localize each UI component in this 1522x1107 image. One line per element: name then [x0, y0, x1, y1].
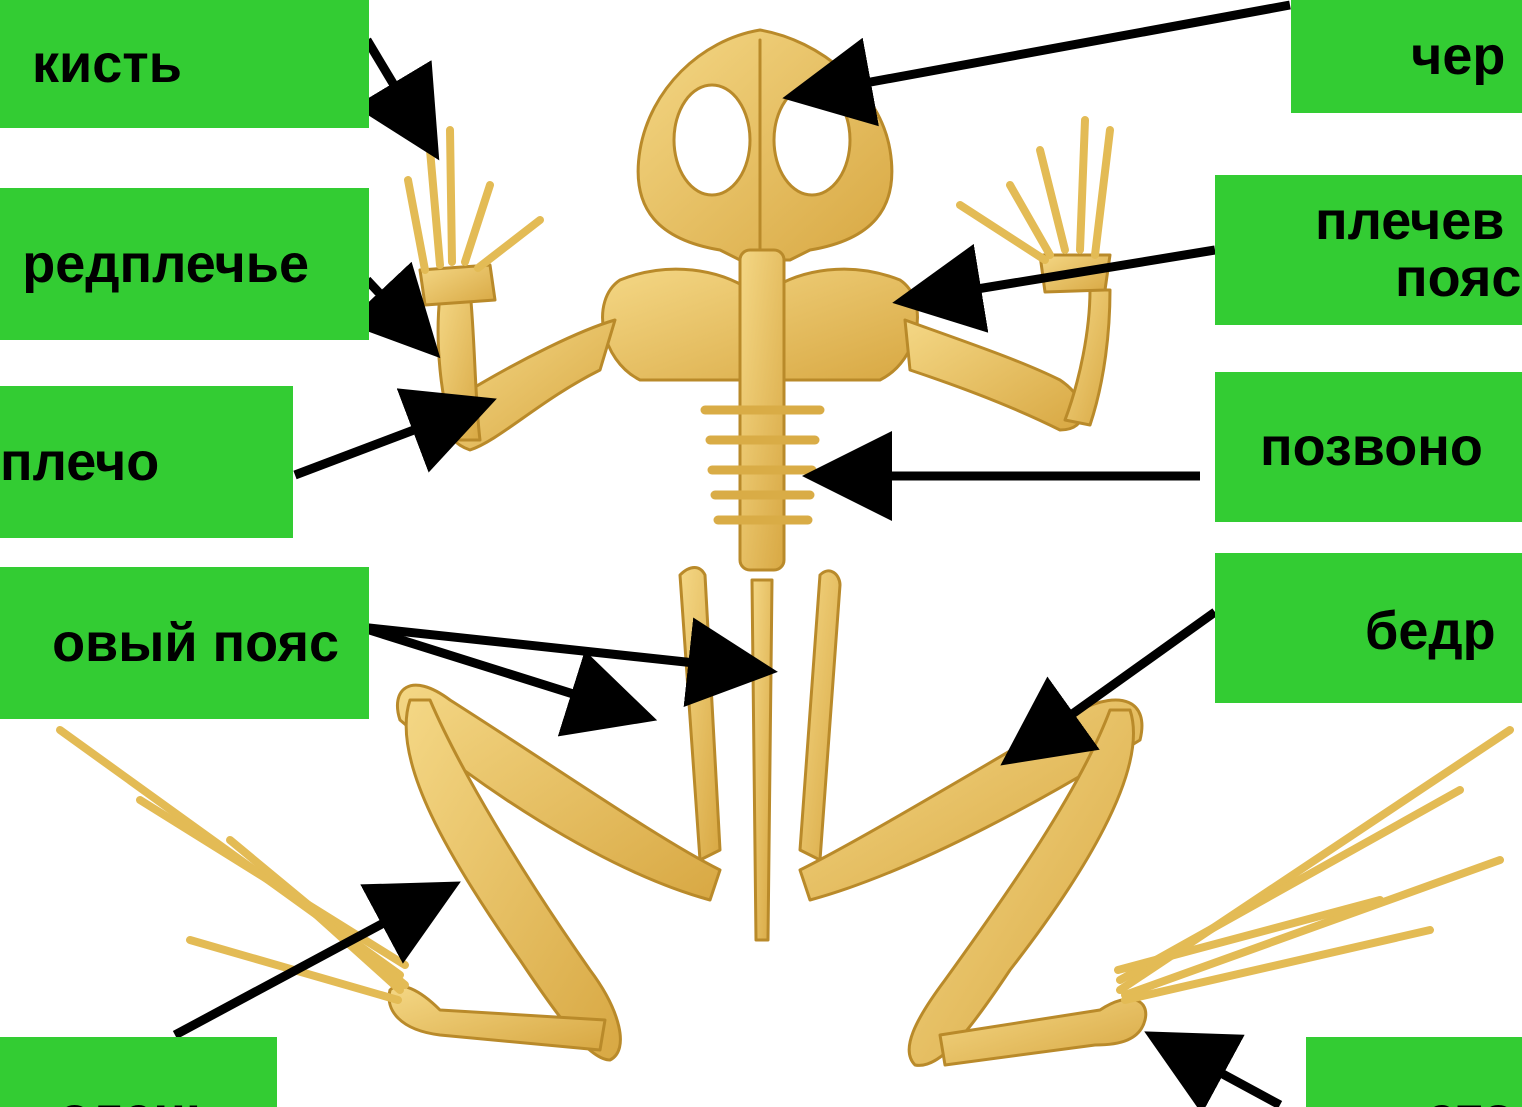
arrow-shoulder-girdle: [910, 250, 1215, 300]
label-shin: олень: [0, 1037, 277, 1107]
label-foot: сто: [1306, 1037, 1522, 1107]
arrow-forearm: [367, 280, 428, 345]
arrow-foot: [1160, 1040, 1280, 1105]
label-upper-arm: плечо: [0, 386, 293, 538]
arrow-shin: [175, 890, 445, 1035]
label-forearm: редплечье: [0, 188, 369, 340]
label-spine: позвоно: [1215, 372, 1522, 522]
label-shoulder-girdle: плечев пояс: [1215, 175, 1522, 325]
label-pelvic-girdle: овый пояс: [0, 567, 369, 719]
arrow-shoulder: [295, 405, 480, 475]
label-skull: чер: [1291, 0, 1522, 113]
arrow-hand: [367, 40, 430, 145]
arrow-skull: [800, 5, 1290, 95]
label-hand: кисть: [0, 0, 369, 128]
arrow-femur: [1015, 612, 1215, 755]
label-femur: бедр: [1215, 553, 1522, 703]
